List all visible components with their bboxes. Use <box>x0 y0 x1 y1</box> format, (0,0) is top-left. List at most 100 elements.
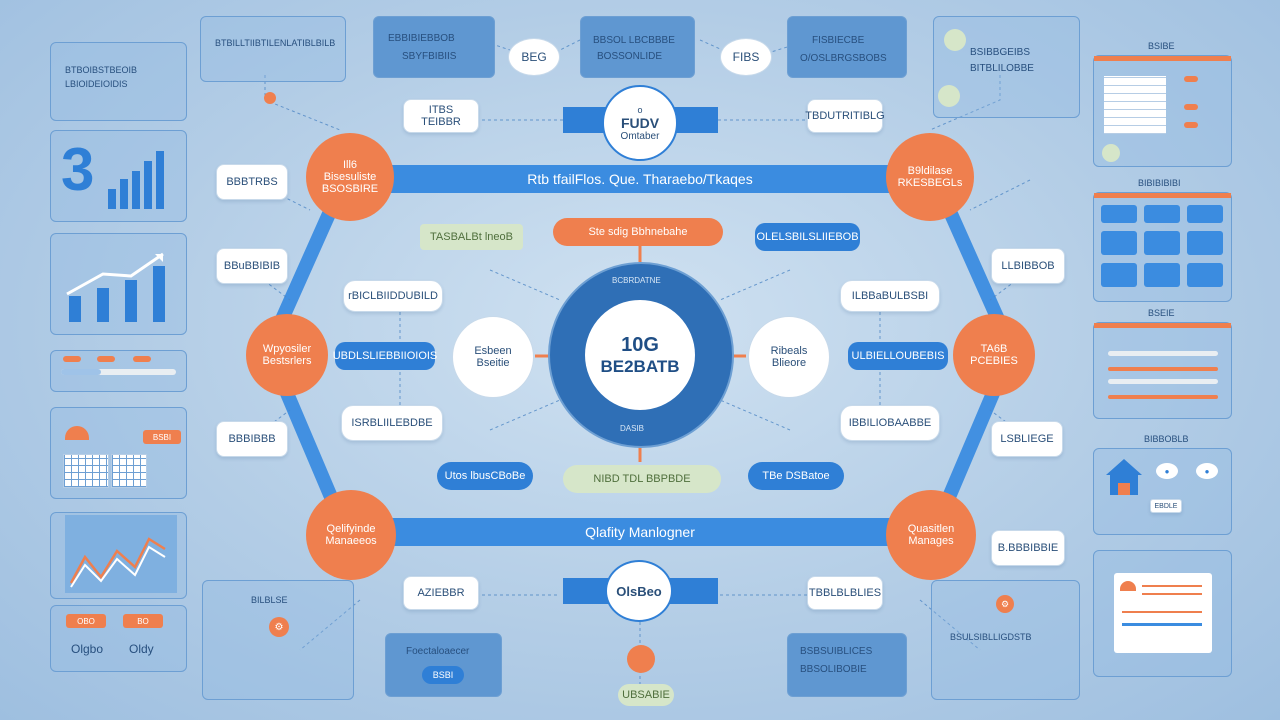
left-calendar-tag: BSBI <box>143 430 181 444</box>
top-panel-4: FISBIECBE O/OSLBRGSBOBS <box>787 16 907 78</box>
tile[interactable] <box>1144 263 1180 287</box>
top-panel-3: BBSOL LBCBBBE BOSSONLIDE <box>580 16 695 78</box>
bottom-panel-4-text: BSULSIBLLIGDSTB <box>950 632 1032 642</box>
pill-lower-center[interactable]: NIBD TDL BBPBDE <box>563 465 721 493</box>
right-card-panel <box>1093 550 1232 677</box>
pill-bottom-small[interactable]: UBSABIE <box>618 684 674 706</box>
center-line-2: BE2BATB <box>600 356 680 376</box>
pill-bottom-right[interactable]: TBBLBLBLIES <box>807 576 883 610</box>
right-panel-title-4: BIBBOBLB <box>1144 434 1189 444</box>
top-hub-title: FUDV <box>620 114 660 131</box>
bottom-panel-3: BSBSUIBLICES BBSOLIBOBIE <box>787 633 907 697</box>
pill-mid-right[interactable]: ULBIELLOUBEBIS <box>848 342 948 370</box>
right-tiles-panel: BIBIBIBIBI <box>1093 178 1232 302</box>
pill-left-2[interactable]: BBuBBIBIB <box>216 248 288 284</box>
center-hub[interactable]: 10G BE2BATB <box>585 300 695 410</box>
right-list-table <box>1104 76 1166 134</box>
right-panel-title-1: BSIBE <box>1148 41 1175 51</box>
left-tag-2[interactable]: BO <box>123 614 163 628</box>
ring-top-label: BCBRDATNE <box>612 276 661 285</box>
tile[interactable] <box>1187 263 1223 287</box>
bottom-hub-circle: OlsBeo <box>605 560 673 622</box>
warning-icon <box>65 426 89 440</box>
tile[interactable] <box>1101 263 1137 287</box>
tile[interactable] <box>1101 205 1137 223</box>
node-top-right[interactable]: B9ldilase RKESBEGLs <box>886 133 974 221</box>
big-number: 3 <box>61 136 95 203</box>
node-mid-left[interactable]: Wpyosiler Bestsrlers <box>246 314 328 396</box>
top-band: Rtb tfailFlos. Que. Tharaebo/Tkaqes <box>380 165 900 193</box>
line-chart-icon <box>69 537 166 588</box>
ring-bottom-label: DASIB <box>620 424 645 433</box>
right-list-panel: BSIBE <box>1093 41 1232 167</box>
top-panel-2-a: EBBIBIEBBOB <box>388 33 455 44</box>
pill-top-left[interactable]: ITBS TEIBBR <box>403 99 479 133</box>
alert-icon <box>1120 581 1136 591</box>
bottom-panel-1-text: BILBLSE <box>251 595 288 605</box>
node-bottom-left[interactable]: Qelifyinde Manaeeos <box>306 490 396 580</box>
pill-right-2[interactable]: LSBLIEGE <box>991 421 1063 457</box>
top-panel-3-a: BBSOL LBCBBBE <box>593 35 675 46</box>
pill-inner-ul[interactable]: rBICLBIIDDUBILD <box>343 280 443 312</box>
node-inner-left[interactable]: Esbeen Bseitie <box>452 316 534 398</box>
pill-inner-ll[interactable]: ISRBLIILEBDBE <box>341 405 443 441</box>
top-panel-4-b: O/OSLBRGSBOBS <box>800 53 887 64</box>
top-panel-2: EBBIBIEBBOB SBYFBIBIIS <box>373 16 495 78</box>
left-tag-1[interactable]: OBO <box>66 614 106 628</box>
right-panel-title-2: BIBIBIBIBI <box>1138 178 1181 188</box>
pill-mid-left[interactable]: UBDLSLIEBBIIOIOIS <box>333 342 437 370</box>
left-tags-panel: OBO BO Olgbo Oldy <box>50 605 187 672</box>
pill-right-3[interactable]: B.BBBIBBIE <box>991 530 1065 566</box>
pill-upper-center[interactable]: Ste sdig Bbhnebahe <box>553 218 723 246</box>
progress-track <box>61 369 176 375</box>
left-calendar-panel: BSBI <box>50 407 187 499</box>
bottom-panel-3-a: BSBSUIBLICES <box>800 646 873 657</box>
pill-bottom-left[interactable]: AZIEBBR <box>403 576 479 610</box>
top-hub-sub: Omtaber <box>620 130 660 142</box>
pill-upper-right[interactable]: OLELSBILSLIIEBOB <box>755 223 860 251</box>
left-label-1: Olgbo <box>71 642 104 656</box>
right-panel-title-3: BSEIE <box>1148 308 1175 318</box>
bottom-hub-dot <box>627 645 655 673</box>
pill-lower-left[interactable]: Utos lbusCBoBe <box>437 462 533 490</box>
progress-bar <box>1108 367 1218 371</box>
node-bottom-right[interactable]: Quasitlen Manages <box>886 490 976 580</box>
left-trend-panel <box>50 233 187 335</box>
bottom-panel-1: BILBLSE ⚙ <box>202 580 354 700</box>
pill-inner-ur[interactable]: ILBBaBULBSBI <box>840 280 940 312</box>
tile[interactable] <box>1144 231 1180 255</box>
tile[interactable] <box>1144 205 1180 223</box>
bottom-hub-title: OlsBeo <box>616 583 662 599</box>
pill-inner-lr[interactable]: IBBILIOBAABBE <box>840 405 940 441</box>
progress-bar <box>1108 379 1218 384</box>
right-house-panel: BIBBOBLB ● ● EBDLE <box>1093 434 1232 535</box>
avatar <box>944 29 966 51</box>
bottom-panel-2: Foectaloaecer BSBI <box>385 633 502 697</box>
pill-right-1[interactable]: LLBIBBOB <box>991 248 1065 284</box>
chat-icon: ● <box>1156 463 1178 479</box>
chat-icon: ● <box>1196 463 1218 479</box>
tile[interactable] <box>1187 231 1223 255</box>
tile[interactable] <box>1187 205 1223 223</box>
pill-upper-left[interactable]: TASBALBt lneoB <box>420 224 523 250</box>
top-panel-2-b: SBYFBIBIIS <box>402 51 457 62</box>
top-panel-5-b: BITBLILOBBE <box>970 63 1034 74</box>
gear-icon: ⚙ <box>269 617 289 637</box>
progress-bar <box>1108 395 1218 399</box>
pill-left-1[interactable]: BBBTRBS <box>216 164 288 200</box>
pill-top-right[interactable]: TBDUTRITIBLG <box>805 99 885 133</box>
bar-chart-icon <box>108 151 164 209</box>
left-line-chart-panel <box>50 512 187 599</box>
left-progress-panel <box>50 350 187 392</box>
node-inner-right[interactable]: Ribeals Blieore <box>748 316 830 398</box>
pill-lower-right[interactable]: TBe DSBatoe <box>748 462 844 490</box>
avatar <box>938 85 960 107</box>
tile[interactable] <box>1101 231 1137 255</box>
pill-left-3[interactable]: BBBIBBB <box>216 421 288 457</box>
node-top-left[interactable]: Ill6 Bisesuliste BSOSBIRE <box>306 133 394 221</box>
top-oval-2: FIBS <box>720 38 772 76</box>
gear-icon: ⚙ <box>996 595 1014 613</box>
node-mid-right[interactable]: TA6B PCEBIES <box>953 314 1035 396</box>
top-panel-1-text: BTBILLTIIBTILENLATIBLBILB <box>215 38 336 48</box>
left-note-text: BTBOIBSTBEOIB LBIOIDEIOIDIS <box>65 65 138 89</box>
